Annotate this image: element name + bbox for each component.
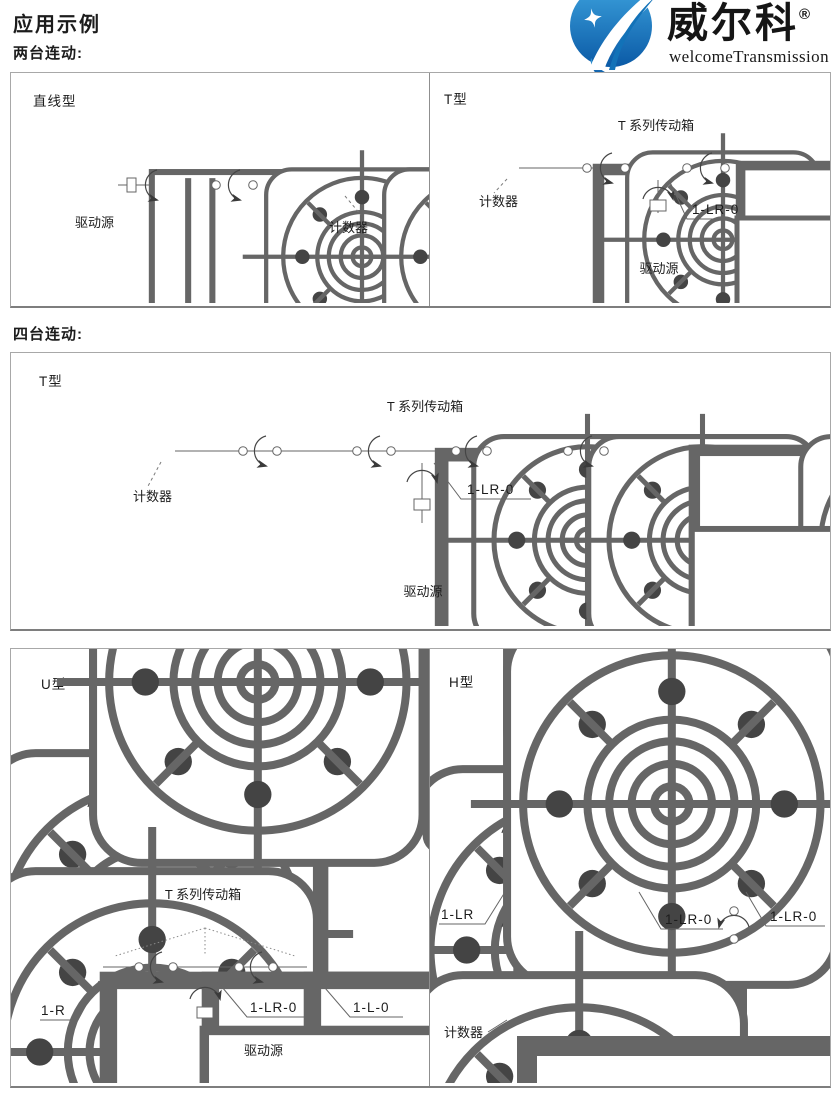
logo-subtitle: welcomeTransmission bbox=[669, 47, 829, 66]
diagram-u: U型 计数器 T 系列传动箱 bbox=[11, 649, 429, 1083]
coupling-icon bbox=[482, 446, 492, 456]
label-drive-source: 驱动源 bbox=[403, 584, 442, 599]
leader-line bbox=[40, 980, 100, 1021]
leader-line bbox=[487, 1019, 508, 1033]
coupling-icon bbox=[720, 163, 730, 173]
label-model: 1-LR-0 bbox=[467, 482, 514, 497]
coupling-icon bbox=[582, 163, 592, 173]
coupling-icon bbox=[386, 446, 396, 456]
coupling-icon bbox=[211, 180, 221, 190]
label-counter: 计数器 bbox=[329, 220, 368, 235]
coupling-icon bbox=[620, 163, 630, 173]
coupling-icon bbox=[234, 962, 244, 972]
company-logo: 威尔科® welcomeTransmission bbox=[563, 0, 829, 74]
section-label-two-unit: 两台连动: bbox=[13, 45, 83, 62]
coupling-icon bbox=[168, 962, 178, 972]
leader-line bbox=[146, 461, 162, 489]
coupling-icon bbox=[682, 163, 692, 173]
shaft-adapter bbox=[126, 177, 137, 193]
label-model-left: 1-LR bbox=[441, 907, 474, 922]
label-model: 1-LR-0 bbox=[692, 202, 739, 217]
label-drive-source: 驱动源 bbox=[639, 261, 678, 276]
label-model-center: 1-LR-0 bbox=[250, 1000, 297, 1015]
label-counter: 计数器 bbox=[444, 1025, 483, 1040]
coupling-block bbox=[649, 199, 667, 212]
label-counter: 计数器 bbox=[479, 194, 518, 209]
coupling-block bbox=[413, 498, 431, 511]
leader-line bbox=[344, 195, 362, 216]
label-model-center: 1-LR-0 bbox=[665, 912, 712, 927]
rotation-arrow-icon bbox=[144, 169, 159, 202]
leader-line bbox=[638, 891, 723, 930]
logo-brand-text: 威尔科® bbox=[667, 3, 810, 44]
page-title: 应用示例 bbox=[13, 14, 101, 36]
rotation-arrow-icon bbox=[149, 951, 164, 984]
leader-line bbox=[745, 891, 825, 927]
motor-icon bbox=[691, 528, 830, 626]
coupling-icon bbox=[729, 906, 739, 916]
coupling-icon bbox=[134, 962, 144, 972]
label-series-gearbox: T 系列传动箱 bbox=[618, 118, 694, 133]
coupling-icon bbox=[272, 446, 282, 456]
rotation-arrow-icon bbox=[642, 186, 675, 201]
motor-icon bbox=[203, 1029, 429, 1083]
label-model-right: 1-LR-0 bbox=[770, 909, 817, 924]
label-series-gearbox: T 系列传动箱 bbox=[387, 399, 463, 414]
rotation-arrow-icon bbox=[227, 169, 242, 202]
coupling-icon bbox=[352, 446, 362, 456]
coupling-icon bbox=[599, 446, 609, 456]
four-unit-box: T型 T 系列传动箱 计数器 bbox=[10, 352, 831, 631]
coupling-icon bbox=[729, 934, 739, 944]
rotation-arrow-icon bbox=[599, 152, 614, 185]
rotation-arrow-icon bbox=[189, 986, 222, 1001]
coupling-icon bbox=[268, 962, 278, 972]
motor-icon bbox=[736, 217, 830, 303]
leader-line bbox=[216, 980, 313, 1018]
label-model-right: 1-L-0 bbox=[353, 1000, 390, 1015]
panel-title: T型 bbox=[39, 374, 63, 389]
label-drive-source: 驱动源 bbox=[244, 1043, 283, 1058]
panel-title: 直线型 bbox=[33, 94, 77, 109]
label-drive-source: 驱动源 bbox=[75, 215, 114, 230]
uh-box: U型 计数器 T 系列传动箱 bbox=[10, 648, 831, 1088]
logo-brand-name: 威尔科 bbox=[667, 0, 799, 46]
leader-line bbox=[439, 891, 506, 925]
rotation-arrow-icon bbox=[249, 951, 264, 984]
panel-title: T型 bbox=[444, 92, 468, 107]
rotation-arrow-icon bbox=[367, 435, 382, 468]
diagram-straight: 直线型 驱动源 计数器 bbox=[33, 94, 429, 303]
rotation-arrow-icon bbox=[579, 435, 594, 468]
logo-emblem-icon bbox=[570, 0, 656, 74]
coupling-icon bbox=[451, 446, 461, 456]
label-series-gearbox: T 系列传动箱 bbox=[165, 887, 241, 902]
diagram-t4: T型 T 系列传动箱 计数器 bbox=[39, 374, 830, 626]
leader-line bbox=[493, 178, 508, 194]
coupling-icon bbox=[248, 180, 258, 190]
leader-line bbox=[318, 980, 403, 1018]
coupling-icon bbox=[563, 446, 573, 456]
panel-divider bbox=[429, 73, 430, 306]
panel-divider bbox=[429, 649, 430, 1086]
label-counter: 计数器 bbox=[133, 489, 172, 504]
diagram-t2: T型 T 系列传动箱 计数器 驱动源 1-LR-0 bbox=[444, 92, 830, 303]
rotation-arrow-icon bbox=[253, 435, 268, 468]
panel-title: H型 bbox=[449, 675, 474, 690]
label-model-left: 1-R bbox=[41, 1003, 66, 1018]
registered-mark: ® bbox=[799, 6, 811, 23]
rotation-arrow-icon bbox=[464, 435, 479, 468]
diagram-h: H型 T 系列传动箱 bbox=[430, 649, 830, 1083]
coupling-block bbox=[196, 1006, 214, 1019]
rotation-arrow-icon bbox=[717, 914, 750, 929]
coupling-icon bbox=[238, 446, 248, 456]
two-unit-box: 直线型 驱动源 计数器 T型 T 系列传动箱 计数器 bbox=[10, 72, 831, 308]
rotation-arrow-icon bbox=[406, 469, 439, 484]
leader-line bbox=[668, 179, 757, 220]
rotation-arrow-icon bbox=[699, 152, 714, 185]
counter-icon bbox=[526, 1045, 830, 1083]
leader-line bbox=[433, 462, 531, 500]
section-label-four-unit: 四台连动: bbox=[13, 326, 83, 343]
